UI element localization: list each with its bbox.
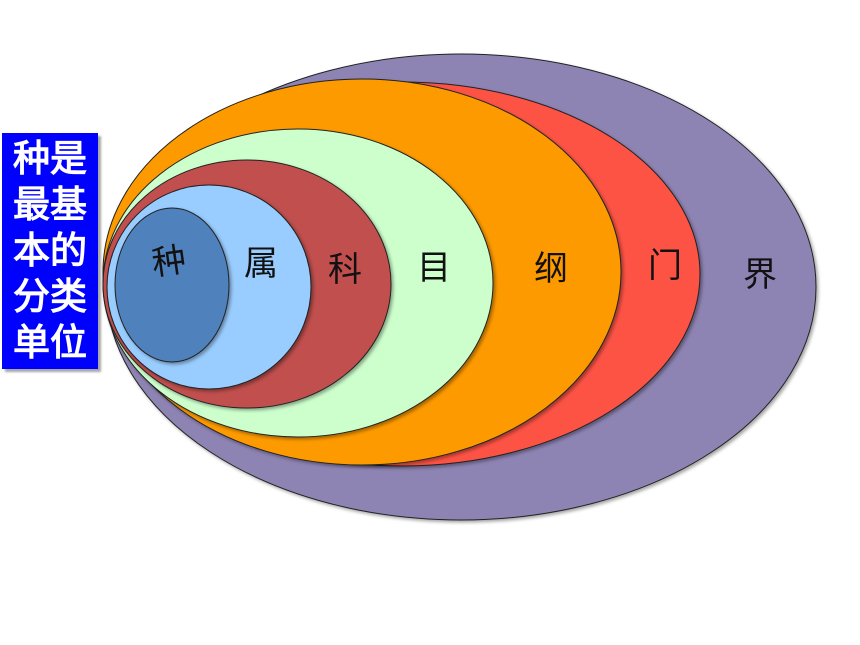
note-line: 分类: [13, 275, 87, 318]
note-line: 最基: [13, 183, 87, 226]
note-line: 本的: [13, 229, 87, 272]
ellipse-zhong: [114, 207, 230, 363]
note-line: 种是: [13, 137, 87, 180]
label-zhong: 种: [149, 240, 188, 284]
note-line: 单位: [13, 321, 87, 364]
nested-rank-ellipses: [102, 53, 817, 521]
label-jie: 界: [743, 255, 777, 295]
label-ke: 科: [328, 250, 362, 290]
label-gang: 纲: [534, 249, 568, 289]
basic-unit-note: 种是 最基 本的 分类 单位: [2, 133, 98, 369]
label-men: 门: [648, 246, 682, 286]
label-shu: 属: [244, 244, 278, 284]
label-mu: 目: [417, 248, 451, 288]
